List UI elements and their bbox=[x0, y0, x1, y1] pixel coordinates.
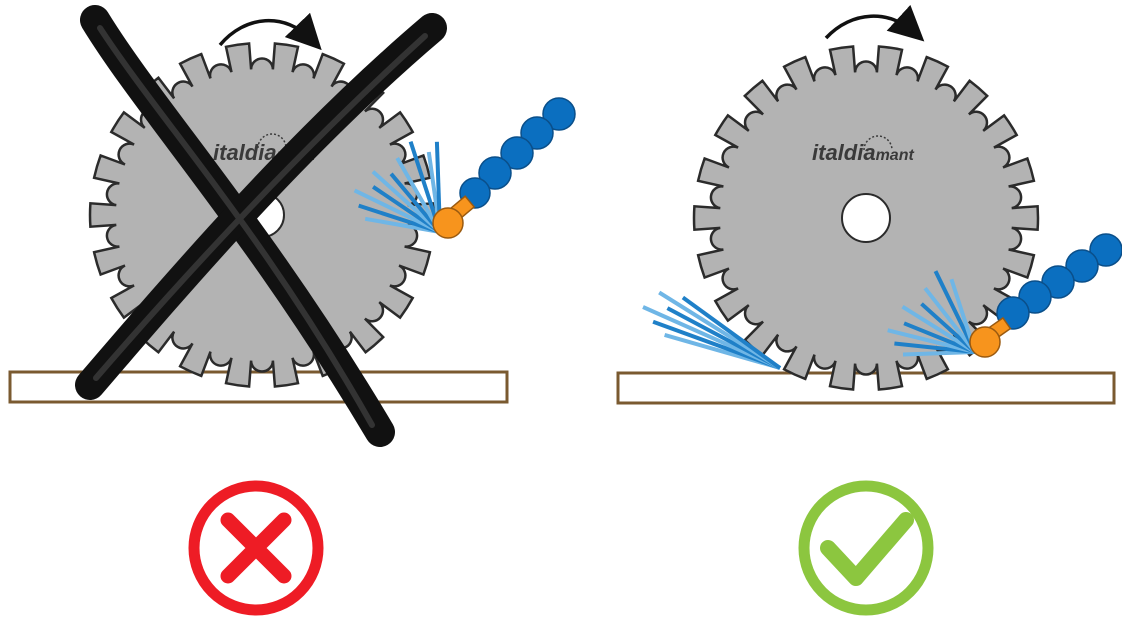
workpiece-right bbox=[616, 371, 1116, 405]
check-icon bbox=[820, 512, 914, 586]
coolant-hose-right bbox=[969, 233, 1122, 358]
hose-bead bbox=[478, 156, 512, 190]
spray-jet bbox=[923, 286, 977, 354]
coolant-hose-left bbox=[432, 97, 576, 239]
spray-jet bbox=[903, 321, 976, 354]
arbor-hole bbox=[841, 193, 891, 243]
coolant-spray-exit bbox=[642, 290, 782, 370]
right-badge bbox=[798, 480, 934, 616]
hose-bead bbox=[1089, 233, 1122, 267]
nozzle-tip bbox=[969, 326, 1001, 358]
hose-bead bbox=[542, 97, 576, 131]
rotation-arrow-icon bbox=[824, 4, 925, 42]
rotation-arrow-icon bbox=[218, 12, 322, 51]
spray-jet bbox=[887, 328, 976, 354]
spray-jet bbox=[353, 188, 441, 234]
spray-jet bbox=[389, 172, 442, 234]
panel-wrong: italdiamant bbox=[8, 5, 576, 616]
right-circle bbox=[798, 480, 934, 616]
cross-icon bbox=[220, 512, 292, 584]
crossed-out-mark bbox=[75, 5, 447, 447]
nozzle-tip bbox=[432, 207, 464, 239]
wrong-badge bbox=[188, 480, 324, 616]
hose-bead bbox=[500, 136, 534, 170]
spray-jet bbox=[901, 305, 977, 354]
logo-saw-arc bbox=[257, 133, 287, 149]
spray-jet bbox=[920, 302, 977, 354]
logo-saw-arc bbox=[863, 135, 893, 151]
panel-right: italdiamant bbox=[616, 4, 1122, 616]
coolant-spray-right bbox=[887, 270, 977, 357]
hose-bead bbox=[520, 116, 554, 150]
hose-bead bbox=[1065, 249, 1099, 283]
spray-jet bbox=[681, 295, 782, 370]
spray-jet bbox=[933, 270, 977, 353]
spray-jet bbox=[371, 170, 442, 234]
